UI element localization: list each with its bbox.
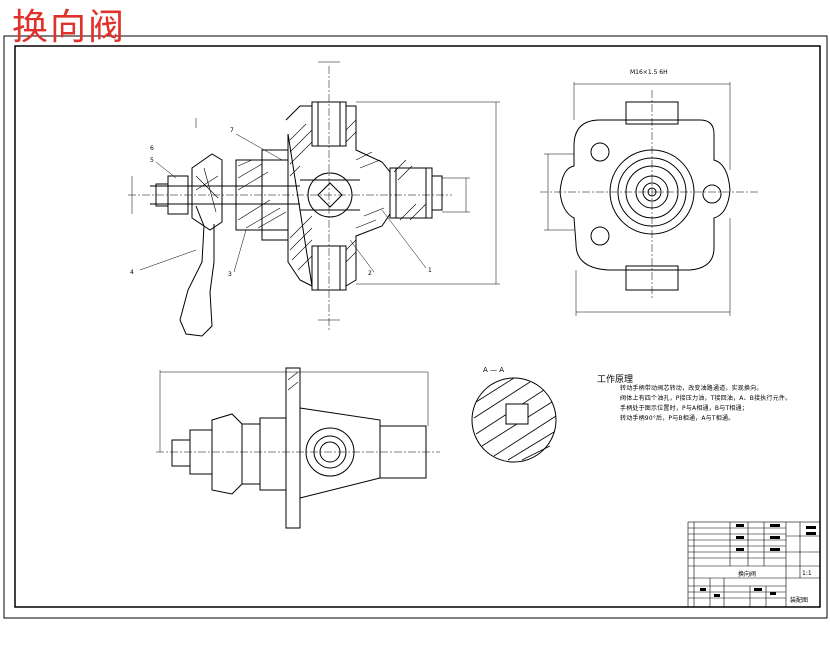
title-block <box>687 521 821 608</box>
part-label-4: 4 <box>130 269 134 276</box>
inner-border <box>14 45 821 608</box>
part-label-3: 3 <box>228 271 232 278</box>
dimension-note: M16×1.5 6H <box>630 69 668 76</box>
part-label-1: 1 <box>428 267 432 274</box>
side-view <box>540 82 760 316</box>
notes-line: 转动手柄带动阀芯转动，改变油路通道，实现换向。 <box>620 385 763 392</box>
title-block-scale: 1:1 <box>802 570 812 577</box>
outer-border <box>3 35 828 619</box>
drawing-title: 换向阀 <box>12 7 127 48</box>
section-a-a-view <box>471 377 557 463</box>
notes-heading: 工作原理 <box>597 375 634 385</box>
notes-line: 转动手柄90°后，P与B相通，A与T相通。 <box>620 415 735 422</box>
notes-line: 手柄处于图示位置时，P与A相通，B与T相通； <box>620 405 748 412</box>
front-section-view <box>128 61 500 337</box>
part-label-5: 5 <box>150 157 154 164</box>
notes-line: 阀体上有四个油孔，P接压力油，T接回油，A、B接执行元件。 <box>620 395 792 402</box>
title-block-sheet-label: 装配图 <box>790 596 808 604</box>
part-label-6: 6 <box>150 145 154 152</box>
title-block-drawing-name: 换向阀 <box>738 570 756 578</box>
part-label-2: 2 <box>368 270 372 277</box>
section-label: A — A <box>483 366 504 374</box>
part-label-7: 7 <box>230 127 234 134</box>
bottom-view <box>156 367 440 529</box>
